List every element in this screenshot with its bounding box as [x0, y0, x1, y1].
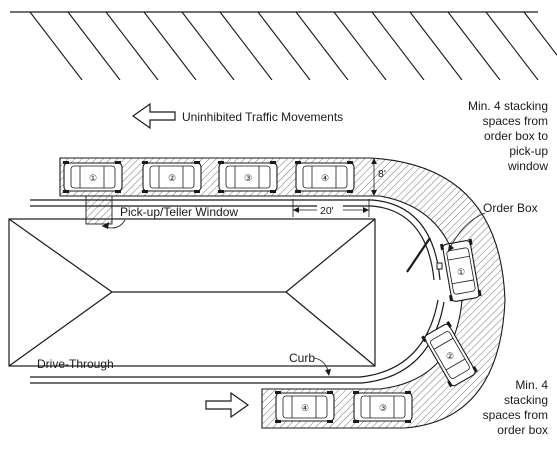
drive-through-label: Drive-Through — [37, 357, 114, 371]
parking-stripe — [105, 11, 159, 80]
parking-stripe — [333, 11, 387, 80]
parking-stripe — [523, 11, 557, 57]
order-box-icon — [436, 262, 443, 270]
dimension-8ft: 8' — [371, 158, 386, 196]
car-top-2: ② — [142, 161, 202, 193]
top-note-line-1: Min. 4 stacking — [468, 99, 548, 113]
car-curve-2: ② — [421, 321, 478, 388]
hollow-left-arrow-icon — [131, 102, 176, 130]
car-bottom-4: ④ — [275, 391, 335, 423]
bottom-stacking-note: Min. 4 stacking spaces from order box — [483, 378, 549, 437]
car-number: ④ — [301, 403, 309, 413]
top-note-line-4: pick-up — [509, 144, 548, 158]
parking-stripe — [447, 11, 501, 80]
top-note-line-2: spaces from — [483, 114, 548, 128]
car-top-3: ③ — [218, 161, 278, 193]
dimension-20ft: 20' — [292, 199, 370, 217]
top-curb-outer — [30, 199, 441, 281]
building — [8, 218, 376, 367]
space-length-label: 20' — [320, 205, 334, 217]
car-number: ③ — [379, 403, 387, 413]
car-number: ④ — [321, 173, 329, 183]
order-box-bar — [406, 237, 431, 273]
parking-stripe — [295, 11, 349, 80]
car-number: ② — [446, 351, 454, 361]
bottom-curb-inner — [30, 301, 445, 384]
top-curb-inner — [30, 205, 435, 281]
parking-stripe — [143, 11, 197, 80]
parking-stripe — [485, 11, 539, 80]
stacking-lane-hatched — [59, 157, 506, 429]
car-top-1: ① — [63, 161, 123, 193]
car-bottom-3: ③ — [353, 391, 413, 423]
bottom-note-line-1: Min. 4 — [515, 378, 548, 392]
car-number: ① — [457, 267, 465, 277]
pickup-window-label: Pick-up/Teller Window — [120, 205, 238, 219]
lane-width-label: 8' — [378, 168, 386, 180]
car-curve-1: ① — [440, 238, 482, 302]
stacking-cars: ① ② ③ ④ ① ② ④ ③ — [63, 161, 482, 423]
bottom-curb-outer — [30, 299, 439, 378]
car-top-4: ④ — [295, 161, 355, 193]
parking-stripe — [219, 11, 273, 80]
parking-stripe — [371, 11, 425, 80]
parking-stripe — [409, 11, 463, 80]
traffic-movement-label: Uninhibited Traffic Movements — [182, 110, 343, 124]
top-note-line-5: window — [507, 159, 548, 173]
parking-stripe — [257, 11, 311, 80]
top-note-line-3: order box to — [484, 129, 548, 143]
parking-stall-stripes — [10, 11, 557, 80]
car-number: ③ — [244, 173, 252, 183]
hollow-right-arrow-icon — [205, 391, 250, 419]
bottom-note-line-2: stacking — [504, 393, 548, 407]
parking-stripe — [181, 11, 235, 80]
curb-label: Curb — [289, 351, 315, 365]
bottom-note-line-4: order box — [497, 423, 548, 437]
order-box-label: Order Box — [483, 201, 538, 215]
car-number: ① — [89, 173, 97, 183]
parking-stripe — [67, 11, 121, 80]
parking-stripe — [29, 11, 83, 80]
bottom-note-line-3: spaces from — [483, 408, 548, 422]
top-stacking-note: Min. 4 stacking spaces from order box to… — [468, 99, 548, 173]
car-number: ② — [168, 173, 176, 183]
